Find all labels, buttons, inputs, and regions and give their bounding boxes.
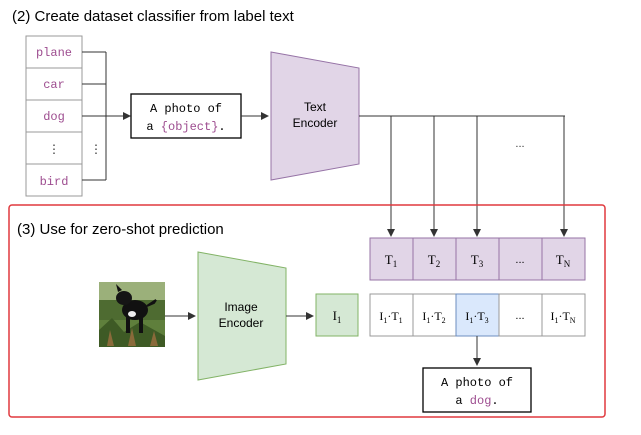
i1-sub: 1	[337, 315, 342, 325]
pn-b: T	[562, 309, 570, 323]
label-dog: dog	[43, 110, 65, 124]
pn-asub: 1	[554, 316, 558, 325]
product-2: I1·T2	[422, 309, 445, 325]
tn-base: T	[556, 252, 564, 267]
t1-cell: T1	[385, 252, 397, 269]
product-3-highlight: I1·T3	[465, 309, 488, 325]
result-line2: a dog.	[455, 394, 498, 408]
label-car: car	[43, 78, 65, 92]
i1-base: I	[333, 308, 337, 323]
p1-asub: 1	[383, 316, 387, 325]
t2-sub: 2	[436, 259, 441, 269]
p2-dot: ·	[430, 309, 434, 323]
result-prefix: a	[455, 394, 469, 408]
label-ellipsis: ⋮	[48, 142, 60, 156]
p3-bsub: 3	[485, 316, 489, 325]
t2-cell: T2	[428, 252, 440, 269]
p3-a: I	[465, 309, 469, 323]
pn-bsub: N	[570, 316, 576, 325]
label-bird: bird	[40, 175, 69, 189]
t-ellipsis-cell: ...	[515, 254, 524, 266]
p1-dot: ·	[387, 309, 391, 323]
outputs-ellipsis: ...	[515, 138, 524, 150]
similarity-row: I1·T1 I1·T2 I1·T3 ... I1·TN	[369, 293, 586, 337]
p3-dot: ·	[473, 309, 477, 323]
prompt-line2: a {object}.	[146, 120, 225, 134]
label-list: plane car dog ⋮ bird	[25, 35, 83, 197]
t3-sub: 3	[479, 259, 484, 269]
text-encoder-line2: Encoder	[293, 116, 338, 130]
product-n: I1·TN	[550, 309, 575, 325]
text-embedding-row: T1 T2 T3 ... TN	[369, 237, 586, 281]
zero-shot-frame	[8, 204, 606, 418]
tn-sub: N	[564, 259, 571, 269]
product-1: I1·T1	[379, 309, 402, 325]
pn-dot: ·	[558, 309, 562, 323]
t1-base: T	[385, 252, 393, 267]
i1-cell: I1	[333, 308, 342, 325]
prediction-result-box: A photo of a dog.	[422, 367, 532, 413]
text-encoder-outputs	[359, 115, 568, 237]
prompt-template-box: A photo of a {object}.	[130, 93, 242, 139]
p2-asub: 1	[426, 316, 430, 325]
label-connectors	[82, 51, 131, 181]
result-line1: A photo of	[441, 376, 513, 390]
t2-base: T	[428, 252, 436, 267]
connector-ellipsis: ⋮	[90, 142, 102, 156]
prompt-suffix: .	[218, 120, 225, 134]
dog-photo	[99, 282, 165, 347]
image-encoder: Image Encoder	[197, 251, 287, 381]
result-word: dog	[470, 394, 492, 408]
p2-bsub: 2	[442, 316, 446, 325]
p2-a: I	[422, 309, 426, 323]
t1-sub: 1	[393, 259, 398, 269]
pn-a: I	[550, 309, 554, 323]
tn-cell: TN	[556, 252, 571, 269]
t3-cell: T3	[471, 252, 484, 269]
text-encoder-line1: Text	[304, 100, 327, 114]
prompt-line1: A photo of	[150, 102, 222, 116]
prompt-prefix: a	[146, 120, 160, 134]
p2-b: T	[434, 309, 442, 323]
p3-b: T	[477, 309, 485, 323]
p1-a: I	[379, 309, 383, 323]
p1-b: T	[391, 309, 399, 323]
image-encoder-line1: Image	[224, 300, 258, 314]
prompt-placeholder: {object}	[161, 120, 219, 134]
label-plane: plane	[36, 46, 72, 60]
image-encoder-line2: Encoder	[219, 316, 264, 330]
image-embedding: I1	[315, 293, 359, 337]
product-ellipsis: ...	[515, 310, 524, 322]
p3-asub: 1	[469, 316, 473, 325]
t3-base: T	[471, 252, 479, 267]
section2-title: (2) Create dataset classifier from label…	[12, 8, 295, 25]
result-suffix: .	[491, 394, 498, 408]
section3-title: (3) Use for zero-shot prediction	[17, 221, 224, 238]
text-encoder: Text Encoder	[270, 51, 360, 181]
p1-bsub: 1	[399, 316, 403, 325]
